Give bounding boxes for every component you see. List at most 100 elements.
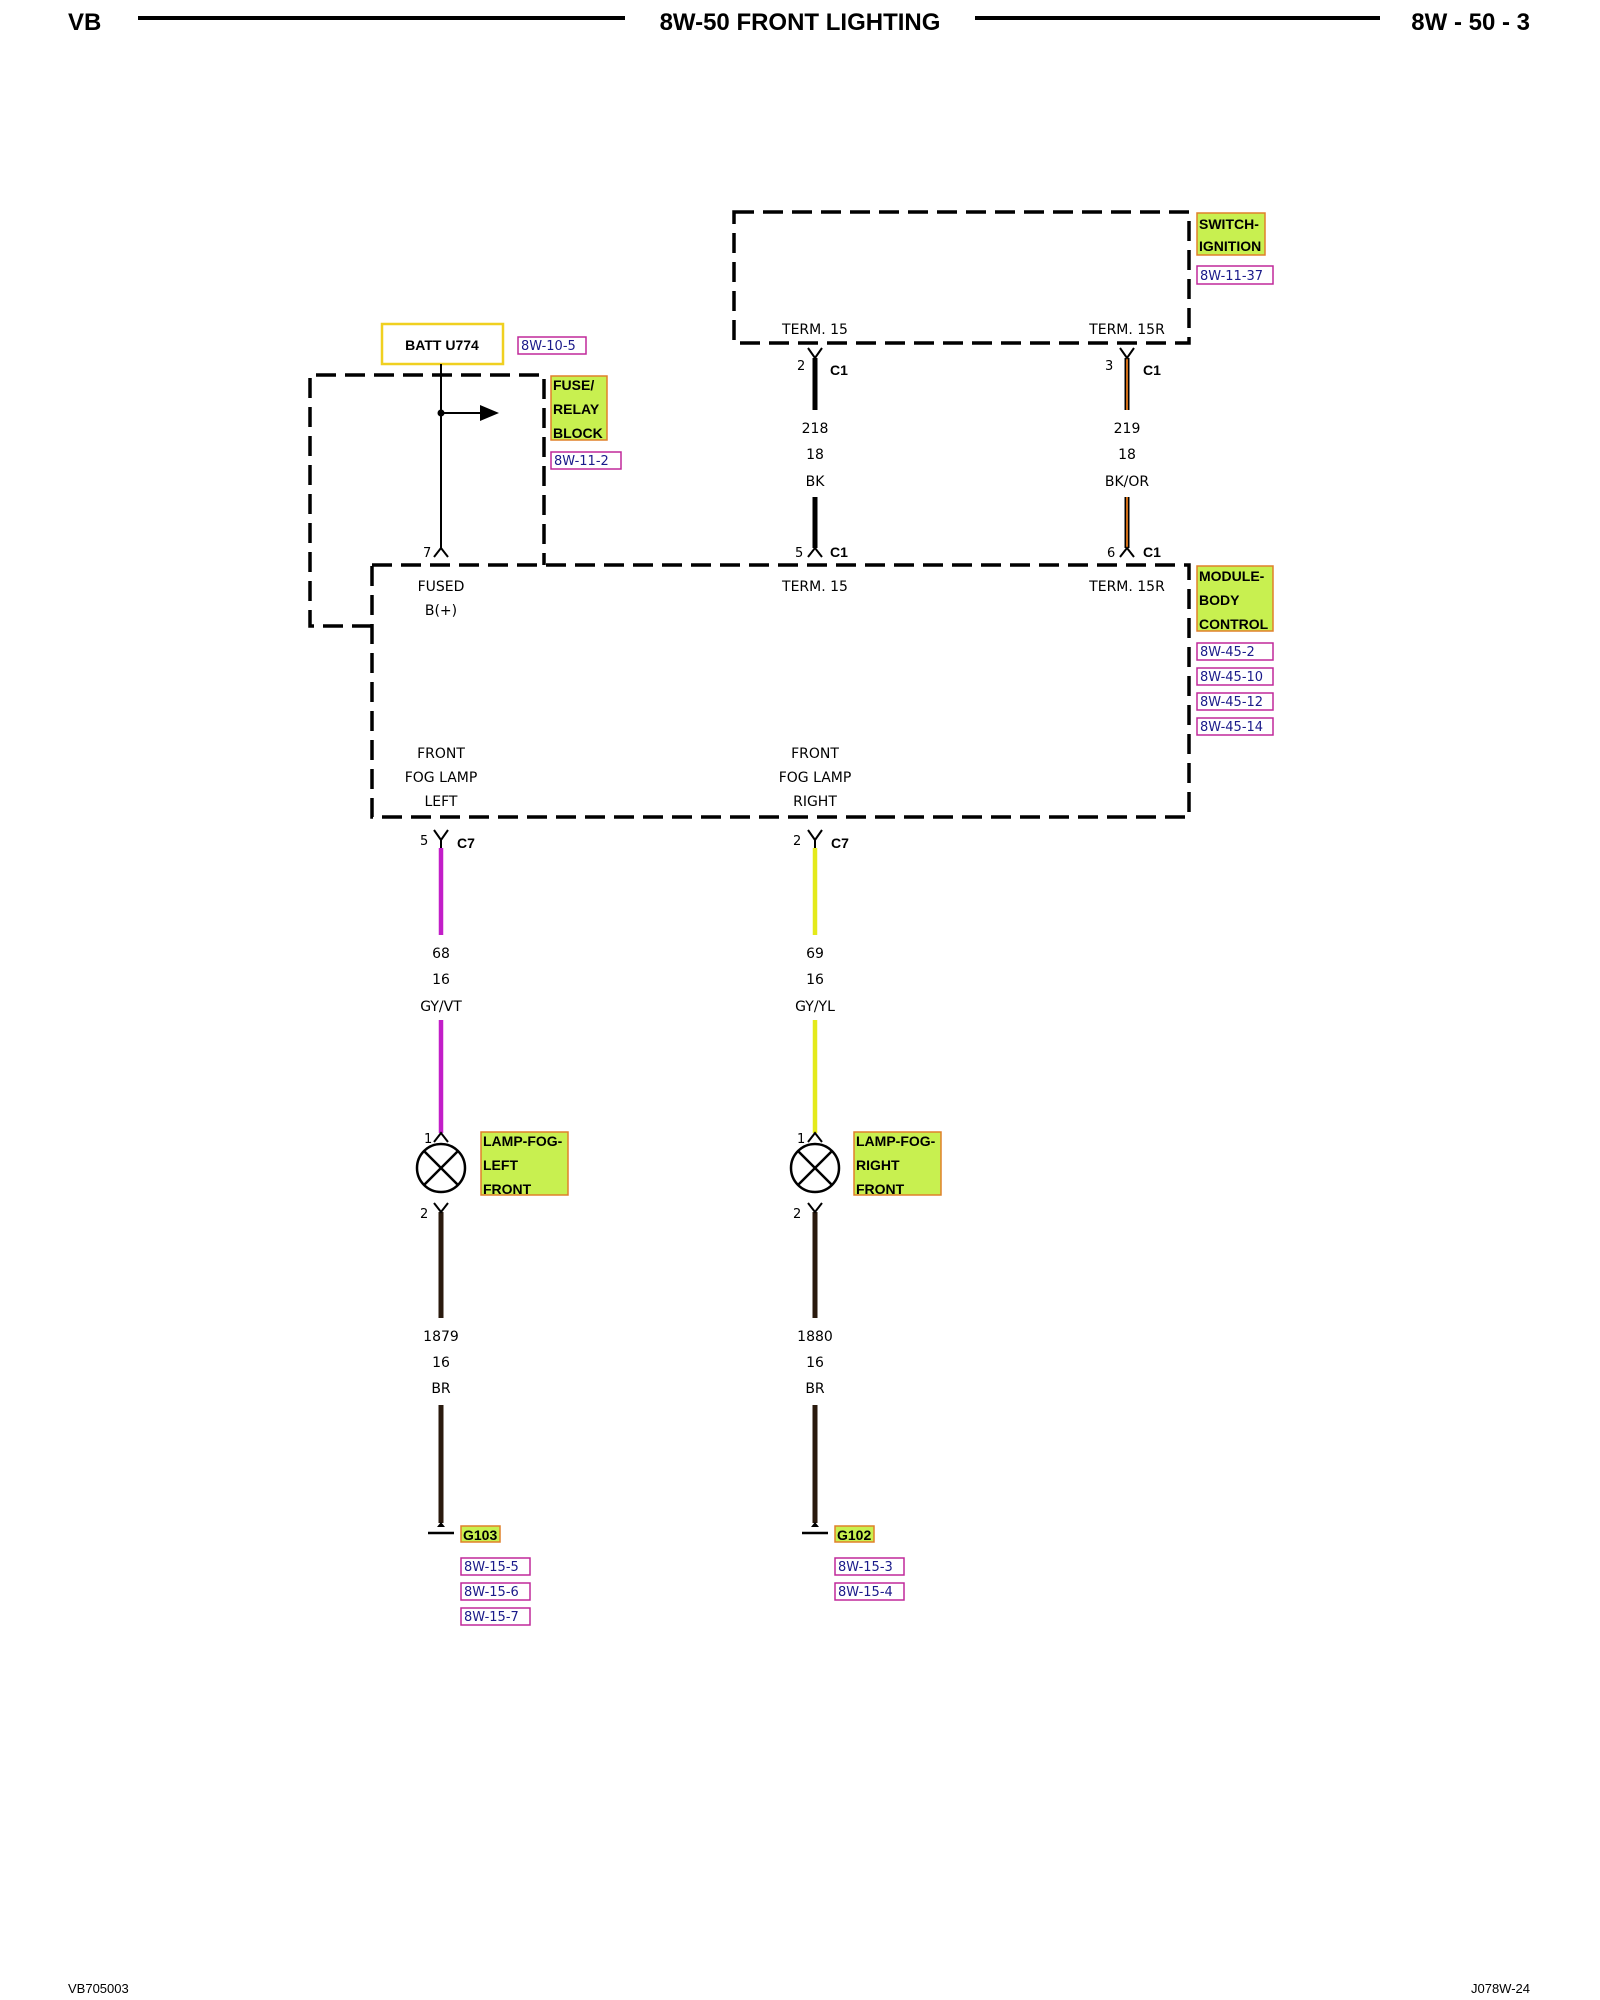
wire-219: 219 18 BK/OR xyxy=(1105,358,1149,548)
bcm-fog-left-line1: FRONT xyxy=(417,746,465,762)
connector-fork-icon xyxy=(807,347,823,360)
wire-69: 69 16 GY/YL xyxy=(795,848,835,1133)
wire-68-color: GY/VT xyxy=(420,999,462,1015)
battery-feed: BATT U774 8W-10-5 xyxy=(380,322,587,366)
wire-1880-gauge: 16 xyxy=(806,1355,824,1371)
g103-ref-link-1[interactable]: 8W-15-5 xyxy=(464,1560,519,1575)
batt-label-box xyxy=(380,322,505,366)
bcm-ref-link-4[interactable]: 8W-45-14 xyxy=(1200,720,1263,735)
wire-218-gauge: 18 xyxy=(806,447,824,463)
g102-ref-box-1 xyxy=(834,1557,905,1576)
switch-label-line2: IGNITION xyxy=(1199,238,1261,254)
batt-ref-link[interactable]: 8W-10-5 xyxy=(521,339,576,354)
g103-ref-box-2 xyxy=(460,1582,531,1601)
ground-g103: G103 8W-15-5 8W-15-6 8W-15-7 xyxy=(428,1522,531,1626)
switch-ref-box xyxy=(1196,265,1274,285)
lamp-left-label-bg xyxy=(480,1131,569,1196)
footer-left-code: VB705003 xyxy=(68,1981,129,1996)
lamp-fog-right-front: 1 2 LAMP-FOG- RIGHT FRONT xyxy=(789,1131,942,1222)
connector-fork-icon xyxy=(1119,546,1135,558)
connector-fork-icon xyxy=(433,1131,449,1143)
wire-1880: 1880 16 BR xyxy=(797,1212,833,1523)
connector-name: C1 xyxy=(830,362,848,378)
page-number: 8W - 50 - 3 xyxy=(1411,9,1530,36)
switch-label-bg xyxy=(1196,212,1266,256)
ground-g102: G102 8W-15-3 8W-15-4 xyxy=(802,1522,905,1601)
ground-arrow-icon xyxy=(811,1522,819,1527)
wire-1879-color: BR xyxy=(431,1381,451,1397)
g103-ref-box-1 xyxy=(460,1557,531,1576)
ignition-switch: TERM. 15 TERM. 15R SWITCH- IGNITION 8W-1… xyxy=(732,210,1274,345)
lamp-right-label-line1: LAMP-FOG- xyxy=(856,1133,936,1149)
switch-term-15r-label: TERM. 15R xyxy=(1088,322,1165,338)
lamp-fog-left-front: 1 2 LAMP-FOG- LEFT FRONT xyxy=(415,1131,569,1222)
page-header: VB 8W-50 FRONT LIGHTING 8W - 50 - 3 xyxy=(68,9,1530,36)
bcm-ref-link-1[interactable]: 8W-45-2 xyxy=(1200,645,1255,660)
wire-219-circuit: 219 xyxy=(1114,421,1141,437)
lamp-cross-b xyxy=(423,1150,459,1186)
connector-name: C1 xyxy=(830,544,848,560)
bcm-fog-left-line3: LEFT xyxy=(424,794,457,810)
pin-number: 3 xyxy=(1105,359,1113,374)
page-title: 8W-50 FRONT LIGHTING xyxy=(660,9,941,36)
connector-fork-icon xyxy=(433,1202,449,1214)
bcm-box xyxy=(370,563,1191,819)
lamp-right-pin-2: 2 xyxy=(793,1207,801,1222)
bcm-label-line3: CONTROL xyxy=(1199,616,1269,632)
wire-218-circuit: 218 xyxy=(802,421,829,437)
switch-term-15-label: TERM. 15 xyxy=(781,322,848,338)
lamp-right-label-line2: RIGHT xyxy=(856,1157,900,1173)
pin-number: 5 xyxy=(420,834,428,849)
pin-number: 6 xyxy=(1107,546,1115,561)
fuse-ref-box xyxy=(550,451,622,470)
fuse-label-bg xyxy=(550,375,608,441)
lamp-right-label-bg xyxy=(853,1131,942,1196)
lamp-left-pin-1: 1 xyxy=(424,1132,432,1147)
fuse-label-line3: BLOCK xyxy=(553,425,603,441)
g102-label-bg xyxy=(834,1525,875,1543)
bcm-fog-right-line1: FRONT xyxy=(791,746,839,762)
bcm-ref-link-3[interactable]: 8W-45-12 xyxy=(1200,695,1263,710)
bcm-ref-box-2 xyxy=(1196,667,1274,686)
g102-ref-link-1[interactable]: 8W-15-3 xyxy=(838,1560,893,1575)
fuse-ref-link[interactable]: 8W-11-2 xyxy=(554,454,609,469)
wire-69-gauge: 16 xyxy=(806,972,824,988)
fuse-label-line1: FUSE/ xyxy=(553,377,594,393)
ignition-switch-box xyxy=(732,210,1191,345)
lamp-right-pin-1: 1 xyxy=(797,1132,805,1147)
pin-number: 5 xyxy=(795,546,803,561)
relay-arrow-icon xyxy=(480,405,499,421)
switch-label-line1: SWITCH- xyxy=(1199,216,1259,232)
footer-right-code: J078W-24 xyxy=(1471,1981,1530,1996)
g103-ref-box-3 xyxy=(460,1607,531,1626)
fuse-relay-block: FUSE/ RELAY BLOCK 8W-11-2 xyxy=(308,364,622,628)
g102-ref-link-2[interactable]: 8W-15-4 xyxy=(838,1585,893,1600)
wire-1880-color: BR xyxy=(805,1381,825,1397)
switch-ref-link[interactable]: 8W-11-37 xyxy=(1200,269,1263,284)
bcm-ref-box-1 xyxy=(1196,642,1274,661)
wire-1879-gauge: 16 xyxy=(432,1355,450,1371)
g103-ref-link-3[interactable]: 8W-15-7 xyxy=(464,1610,519,1625)
bcm-fused-line2: B(+) xyxy=(425,603,457,619)
body-control-module: FUSED B(+) TERM. 15 TERM. 15R FRONT FOG … xyxy=(370,563,1274,819)
ground-arrow-icon xyxy=(437,1522,445,1527)
connector-fork-icon xyxy=(1119,347,1135,360)
wire-68-circuit: 68 xyxy=(432,946,450,962)
lamp-right-label-line3: FRONT xyxy=(856,1181,905,1197)
wire-1879: 1879 16 BR xyxy=(423,1212,459,1523)
bcm-label-line2: BODY xyxy=(1199,592,1240,608)
connector-name: C7 xyxy=(831,835,849,851)
batt-ref-box xyxy=(517,336,587,355)
g103-ref-link-2[interactable]: 8W-15-6 xyxy=(464,1585,519,1600)
connector-name: C1 xyxy=(1143,544,1161,560)
connector-fork-icon xyxy=(433,546,449,558)
connector-fork-icon xyxy=(433,829,449,842)
bcm-ref-link-2[interactable]: 8W-45-10 xyxy=(1200,670,1263,685)
g103-label-bg xyxy=(460,1525,501,1543)
fuse-label-line2: RELAY xyxy=(553,401,600,417)
header-model: VB xyxy=(68,9,101,36)
connector-bcm-c1-6: 6 C1 xyxy=(1107,544,1161,561)
bcm-fog-left-line2: FOG LAMP xyxy=(405,770,478,786)
connector-name: C1 xyxy=(1143,362,1161,378)
